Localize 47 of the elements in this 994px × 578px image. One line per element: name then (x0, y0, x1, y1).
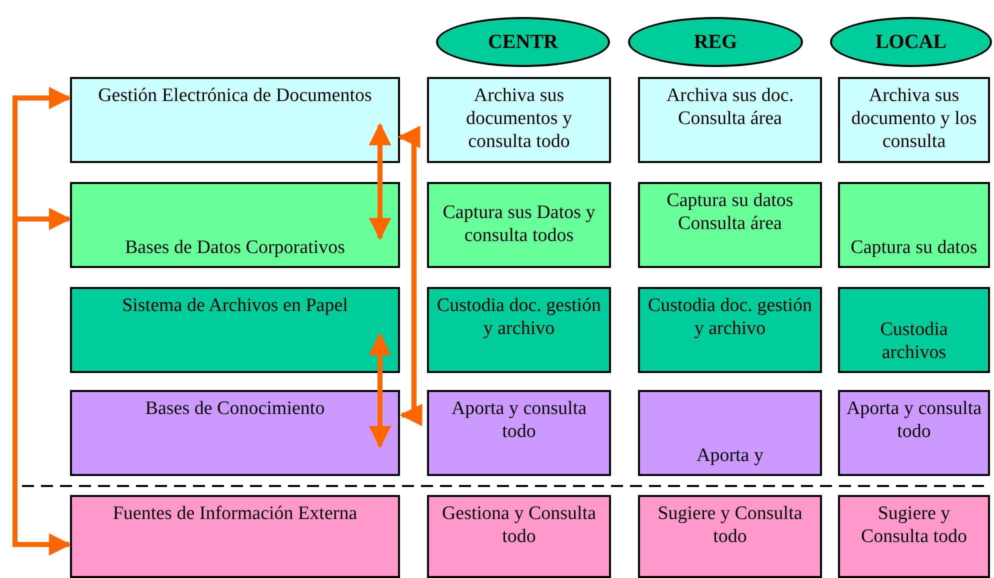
category-box (70, 182, 400, 268)
cell-text: Aporta y consulta todo (450, 398, 588, 444)
arrow (368, 122, 392, 240)
role-cell (638, 390, 822, 476)
cell-text: Gestiona y Consulta todo (440, 503, 598, 549)
arrow (368, 332, 392, 448)
category-box (70, 77, 400, 163)
role-cell (638, 287, 822, 373)
role-cell (838, 495, 990, 578)
category-box (70, 287, 400, 373)
role-cell (838, 182, 990, 268)
cell-text: Captura su datos (850, 237, 978, 260)
cell-text: LOCAL (875, 30, 947, 54)
cell-text: Fuentes de Información Externa (112, 503, 358, 526)
role-cell (427, 390, 611, 476)
cell-text: Custodia doc. gestión y archivo (436, 295, 602, 341)
cell-text: Custodia doc. gestión y archivo (646, 295, 814, 341)
role-cell (638, 182, 822, 268)
cell-text: Sistema de Archivos en Papel (122, 295, 348, 318)
category-box (70, 390, 400, 476)
role-cell (427, 182, 611, 268)
role-cell (427, 495, 611, 578)
role-cell (427, 287, 611, 373)
role-cell (638, 77, 822, 163)
role-cell (838, 390, 990, 476)
cell-text: Archiva sus documentos y consulta todo (464, 85, 574, 154)
role-cell (838, 287, 990, 373)
cell-text: Sugiere y Consulta todo (656, 503, 804, 549)
cell-text: Sugiere y Consulta todo (860, 503, 968, 549)
role-cell (838, 77, 990, 163)
category-box (70, 495, 400, 578)
cell-text: Gestión Electrónica de Documentos (98, 85, 372, 108)
cell-text: Captura sus Datos y consulta todos (442, 202, 596, 248)
cell-text: Captura su datos Consulta área (666, 190, 794, 236)
cell-text: Bases de Datos Corporativos (124, 237, 346, 260)
cell-text: Archiva sus doc. Consulta área (665, 85, 795, 131)
cell-text: CENTR (488, 30, 558, 54)
cell-text: Bases de Conocimiento (145, 398, 325, 421)
cell-text: Custodia archivos (879, 319, 949, 365)
cell-text: REG (694, 30, 738, 54)
arrow (12, 86, 72, 118)
arrow (398, 126, 422, 426)
cell-text: Archiva sus documento y los consulta (850, 85, 978, 154)
role-cell (638, 495, 822, 578)
cell-text: Aporta y (696, 445, 764, 468)
cell-text: Aporta y consulta todo (846, 398, 982, 444)
role-cell (427, 77, 611, 163)
